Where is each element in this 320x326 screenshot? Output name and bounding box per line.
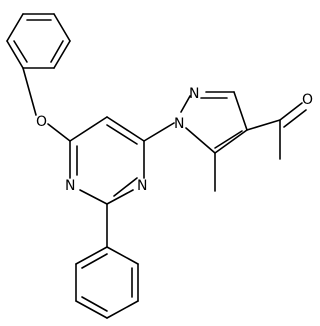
atom-label-n-pyrazole-1: N — [174, 116, 184, 132]
atom-label-n-pyrimidine-left: N — [65, 178, 75, 194]
atom-n-pyrazole-1: N — [174, 116, 184, 132]
ether-linkage — [22, 67, 71, 142]
bottom-phenyl-ring — [75, 203, 139, 319]
atom-label-n-pyrazole-2: N — [189, 86, 199, 102]
atom-label-o-carbonyl: O — [302, 92, 313, 108]
pyrimidine-ring — [69, 116, 145, 205]
phenoxy-phenyl-ring — [6, 13, 71, 69]
pyrimidine-pyrazole-bond — [143, 122, 175, 142]
atom-n-pyrimidine-left: N — [65, 178, 75, 194]
atom-o-carbonyl: O — [302, 92, 313, 108]
atom-label-n-pyrimidine-right: N — [137, 178, 147, 194]
atom-n-pyrimidine-right: N — [137, 178, 147, 194]
atom-label-o-ether: O — [36, 114, 47, 130]
atom-o-ether: O — [36, 114, 47, 130]
acetyl-group — [246, 102, 307, 160]
atom-n-pyrazole-2: N — [189, 86, 199, 102]
pyrazole-ring — [180, 91, 248, 154]
